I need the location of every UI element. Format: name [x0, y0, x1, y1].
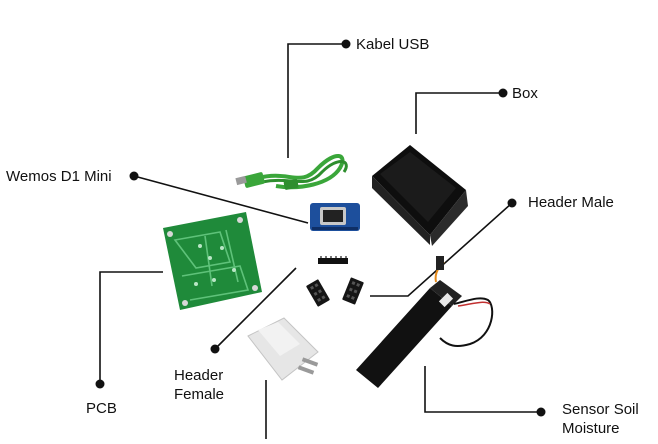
- dot-wemos: [129, 171, 139, 181]
- dot-header-male: [507, 198, 517, 208]
- pcb-image: [163, 212, 262, 310]
- label-sensor-line1: Sensor Soil: [562, 401, 639, 418]
- wemos-d1-mini-image: [310, 203, 360, 231]
- leader-lines: [99, 43, 541, 439]
- dot-kabel-usb: [341, 39, 351, 49]
- leader-header-female: [214, 267, 297, 350]
- sensor-soil-moisture-image: [356, 256, 494, 388]
- dot-sensor: [536, 407, 546, 417]
- leader-wemos: [133, 175, 309, 224]
- label-wemos-d1-mini: Wemos D1 Mini: [6, 168, 112, 185]
- usb-charger-image: [247, 317, 319, 381]
- header-male-image: [318, 256, 348, 264]
- leader-kabel-usb: [287, 43, 346, 158]
- label-header-female: Header Female: [174, 366, 284, 404]
- leader-box: [415, 92, 503, 134]
- label-kabel-usb: Kabel USB: [356, 36, 430, 53]
- leader-sensor: [424, 366, 541, 413]
- dot-header-female: [210, 344, 220, 354]
- leader-header-male: [370, 202, 513, 297]
- dot-box: [498, 88, 508, 98]
- leader-dots: [95, 39, 546, 417]
- header-female-image: [306, 277, 364, 307]
- label-box: Box: [512, 85, 538, 102]
- usb-cable-image: [235, 154, 348, 190]
- label-header-male: Header Male: [528, 194, 614, 211]
- dot-pcb: [95, 379, 105, 389]
- label-header-female-line2: Female: [174, 386, 225, 403]
- leader-pcb: [99, 271, 163, 384]
- box-image: [372, 145, 468, 246]
- label-header-female-line1: Header: [174, 367, 224, 384]
- label-pcb: PCB: [86, 400, 117, 417]
- label-sensor-line2: Moisture: [562, 420, 620, 437]
- label-sensor-soil-moisture: Sensor Soil Moisture: [562, 400, 658, 438]
